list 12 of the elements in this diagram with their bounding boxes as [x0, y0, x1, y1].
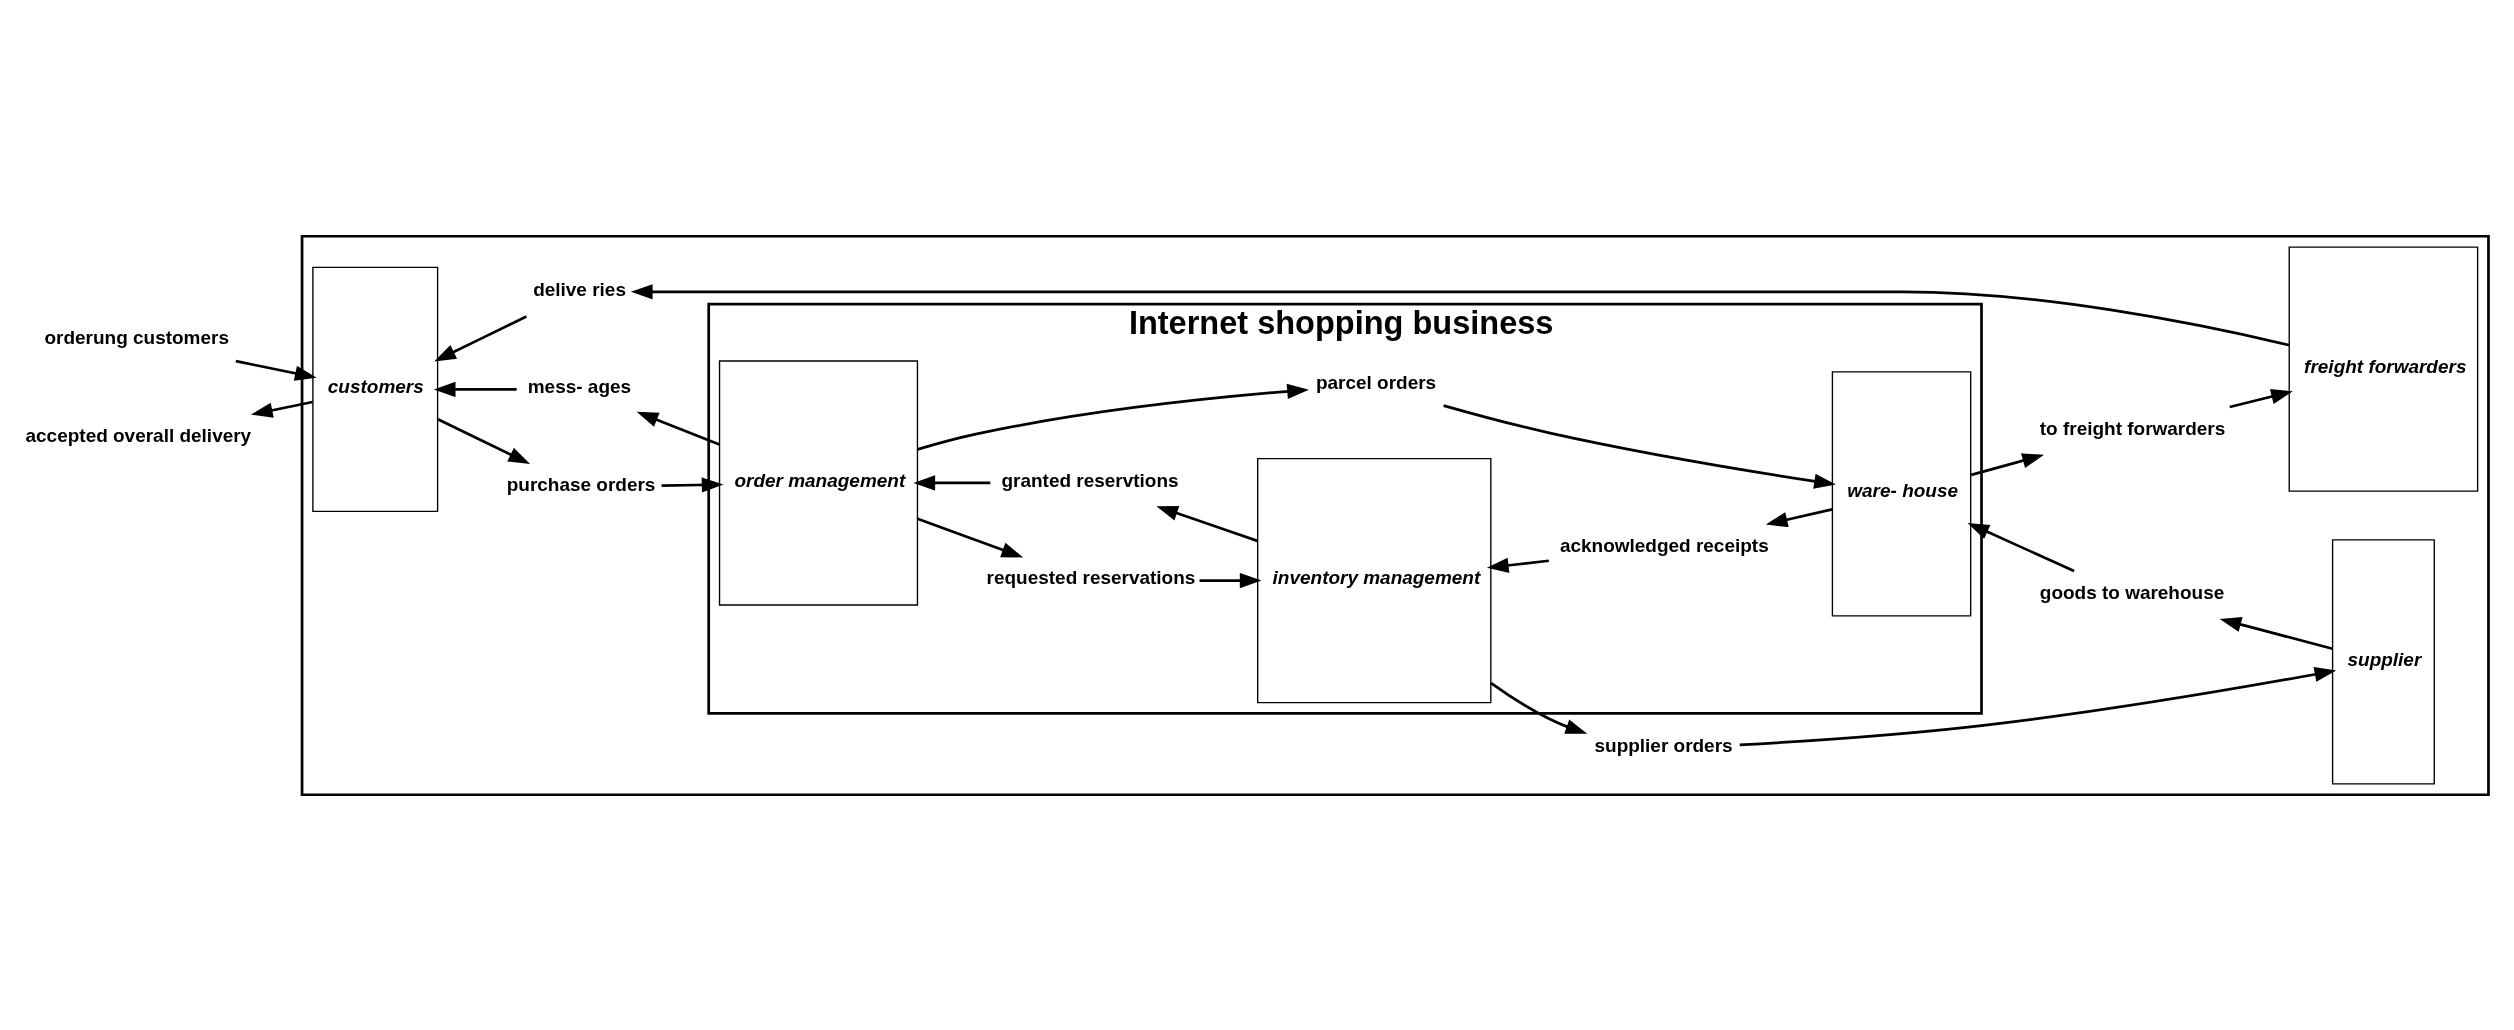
node-text: goods to warehouse	[2039, 581, 2225, 603]
node-text: accepted overall delivery	[25, 424, 252, 446]
node-text: acknowledged receipts	[1559, 534, 1769, 556]
node-text: orderung customers	[44, 326, 229, 348]
node-text: granted reservtions	[1001, 469, 1179, 491]
node-text: delive ries	[533, 278, 626, 299]
node-text: parcel orders	[1315, 371, 1437, 393]
node-text: purchase orders	[506, 473, 656, 495]
node-text: to freight forwarders	[2039, 417, 2226, 439]
node-text: mess- ages	[527, 375, 632, 397]
node-text: requested reservations	[986, 566, 1196, 588]
node-text: supplier orders	[1594, 734, 1733, 756]
